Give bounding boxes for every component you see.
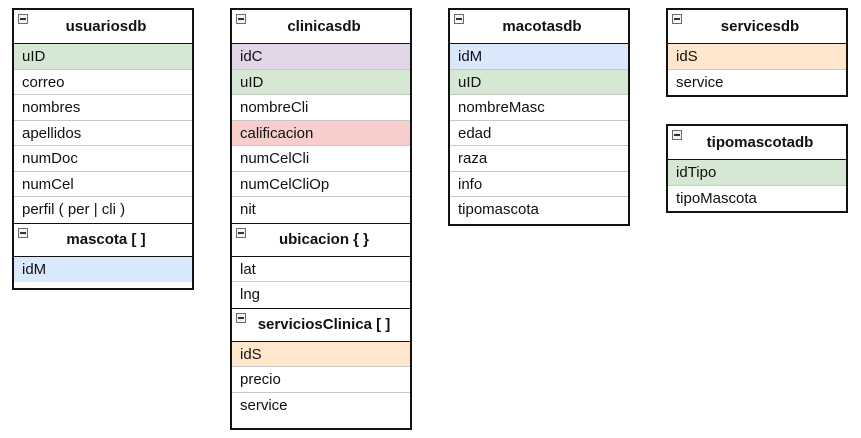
- section-header-mascota[interactable]: mascota [ ]: [14, 222, 192, 257]
- field-precio[interactable]: precio: [232, 367, 410, 393]
- minus-square-icon[interactable]: [672, 130, 682, 140]
- minus-square-icon[interactable]: [236, 227, 246, 238]
- table-header-macotasdb[interactable]: macotasdb: [450, 10, 628, 44]
- field-idm[interactable]: idM: [450, 44, 628, 70]
- field-apellidos[interactable]: apellidos: [14, 121, 192, 146]
- minus-square-icon[interactable]: [18, 227, 28, 238]
- table-title: macotasdb: [502, 18, 582, 35]
- field-edad[interactable]: edad: [450, 121, 628, 146]
- field-ids[interactable]: idS: [232, 341, 410, 367]
- field-raza[interactable]: raza: [450, 146, 628, 172]
- section-header-ubicacion[interactable]: ubicacion { }: [232, 222, 410, 257]
- field-idc[interactable]: idC: [232, 44, 410, 70]
- minus-square-icon[interactable]: [454, 14, 464, 24]
- field-service[interactable]: service: [240, 396, 288, 414]
- field-numdoc[interactable]: numDoc: [14, 146, 192, 172]
- section-title: mascota [ ]: [66, 231, 146, 248]
- table-header-tipomascotadb[interactable]: tipomascotadb: [668, 126, 846, 160]
- field-numcelcliop[interactable]: numCelCliOp: [232, 172, 410, 197]
- section-title: serviciosClinica [ ]: [257, 316, 391, 333]
- field-correo[interactable]: correo: [14, 70, 192, 95]
- field-idtipo[interactable]: idTipo: [668, 160, 846, 186]
- minus-square-icon[interactable]: [672, 14, 682, 24]
- minus-square-icon[interactable]: [18, 14, 28, 24]
- table-header-clinicasdb[interactable]: clinicasdb: [232, 10, 410, 44]
- field-lat[interactable]: lat: [232, 257, 410, 282]
- table-clinicasdb[interactable]: clinicasdb idC uID nombreCli calificacio…: [230, 8, 412, 430]
- table-title: tipomascotadb: [706, 134, 814, 151]
- field-lng[interactable]: lng: [240, 286, 261, 303]
- field-uid[interactable]: uID: [232, 69, 410, 95]
- field-info[interactable]: info: [450, 172, 628, 197]
- field-calificacion[interactable]: calificacion: [232, 120, 410, 146]
- table-header-usuariosdb[interactable]: usuariosdb: [14, 10, 192, 44]
- field-numcel[interactable]: numCel: [14, 172, 192, 197]
- table-macotasdb[interactable]: macotasdb idM uID nombreMasc edad raza i…: [448, 8, 630, 226]
- table-title: usuariosdb: [65, 18, 147, 35]
- field-uid[interactable]: uID: [14, 44, 192, 70]
- minus-square-icon[interactable]: [236, 14, 246, 24]
- field-idm[interactable]: idM: [14, 256, 192, 282]
- field-perfil[interactable]: perfil ( per | cli ): [22, 201, 126, 218]
- table-tipomascotadb[interactable]: tipomascotadb idTipo tipoMascota: [666, 124, 848, 213]
- field-tipomascota[interactable]: tipomascota: [458, 201, 539, 218]
- table-servicesdb[interactable]: servicesdb idS service: [666, 8, 848, 97]
- field-ids[interactable]: idS: [668, 44, 846, 70]
- table-header-servicesdb[interactable]: servicesdb: [668, 10, 846, 44]
- section-title: ubicacion { }: [278, 231, 370, 248]
- field-service[interactable]: service: [676, 73, 724, 91]
- table-title: clinicasdb: [287, 18, 361, 35]
- minus-square-icon[interactable]: [236, 312, 246, 323]
- field-nombres[interactable]: nombres: [14, 95, 192, 121]
- table-title: servicesdb: [720, 18, 800, 35]
- field-nit[interactable]: nit: [240, 201, 256, 218]
- field-tipomascota[interactable]: tipoMascota: [676, 189, 757, 207]
- table-usuariosdb[interactable]: usuariosdb uID correo nombres apellidos …: [12, 8, 194, 290]
- field-nombremasc[interactable]: nombreMasc: [450, 95, 628, 121]
- section-header-servicios-clinica[interactable]: serviciosClinica [ ]: [232, 307, 410, 342]
- field-uid[interactable]: uID: [450, 69, 628, 95]
- field-numcelcli[interactable]: numCelCli: [232, 146, 410, 172]
- field-nombrecli[interactable]: nombreCli: [232, 95, 410, 121]
